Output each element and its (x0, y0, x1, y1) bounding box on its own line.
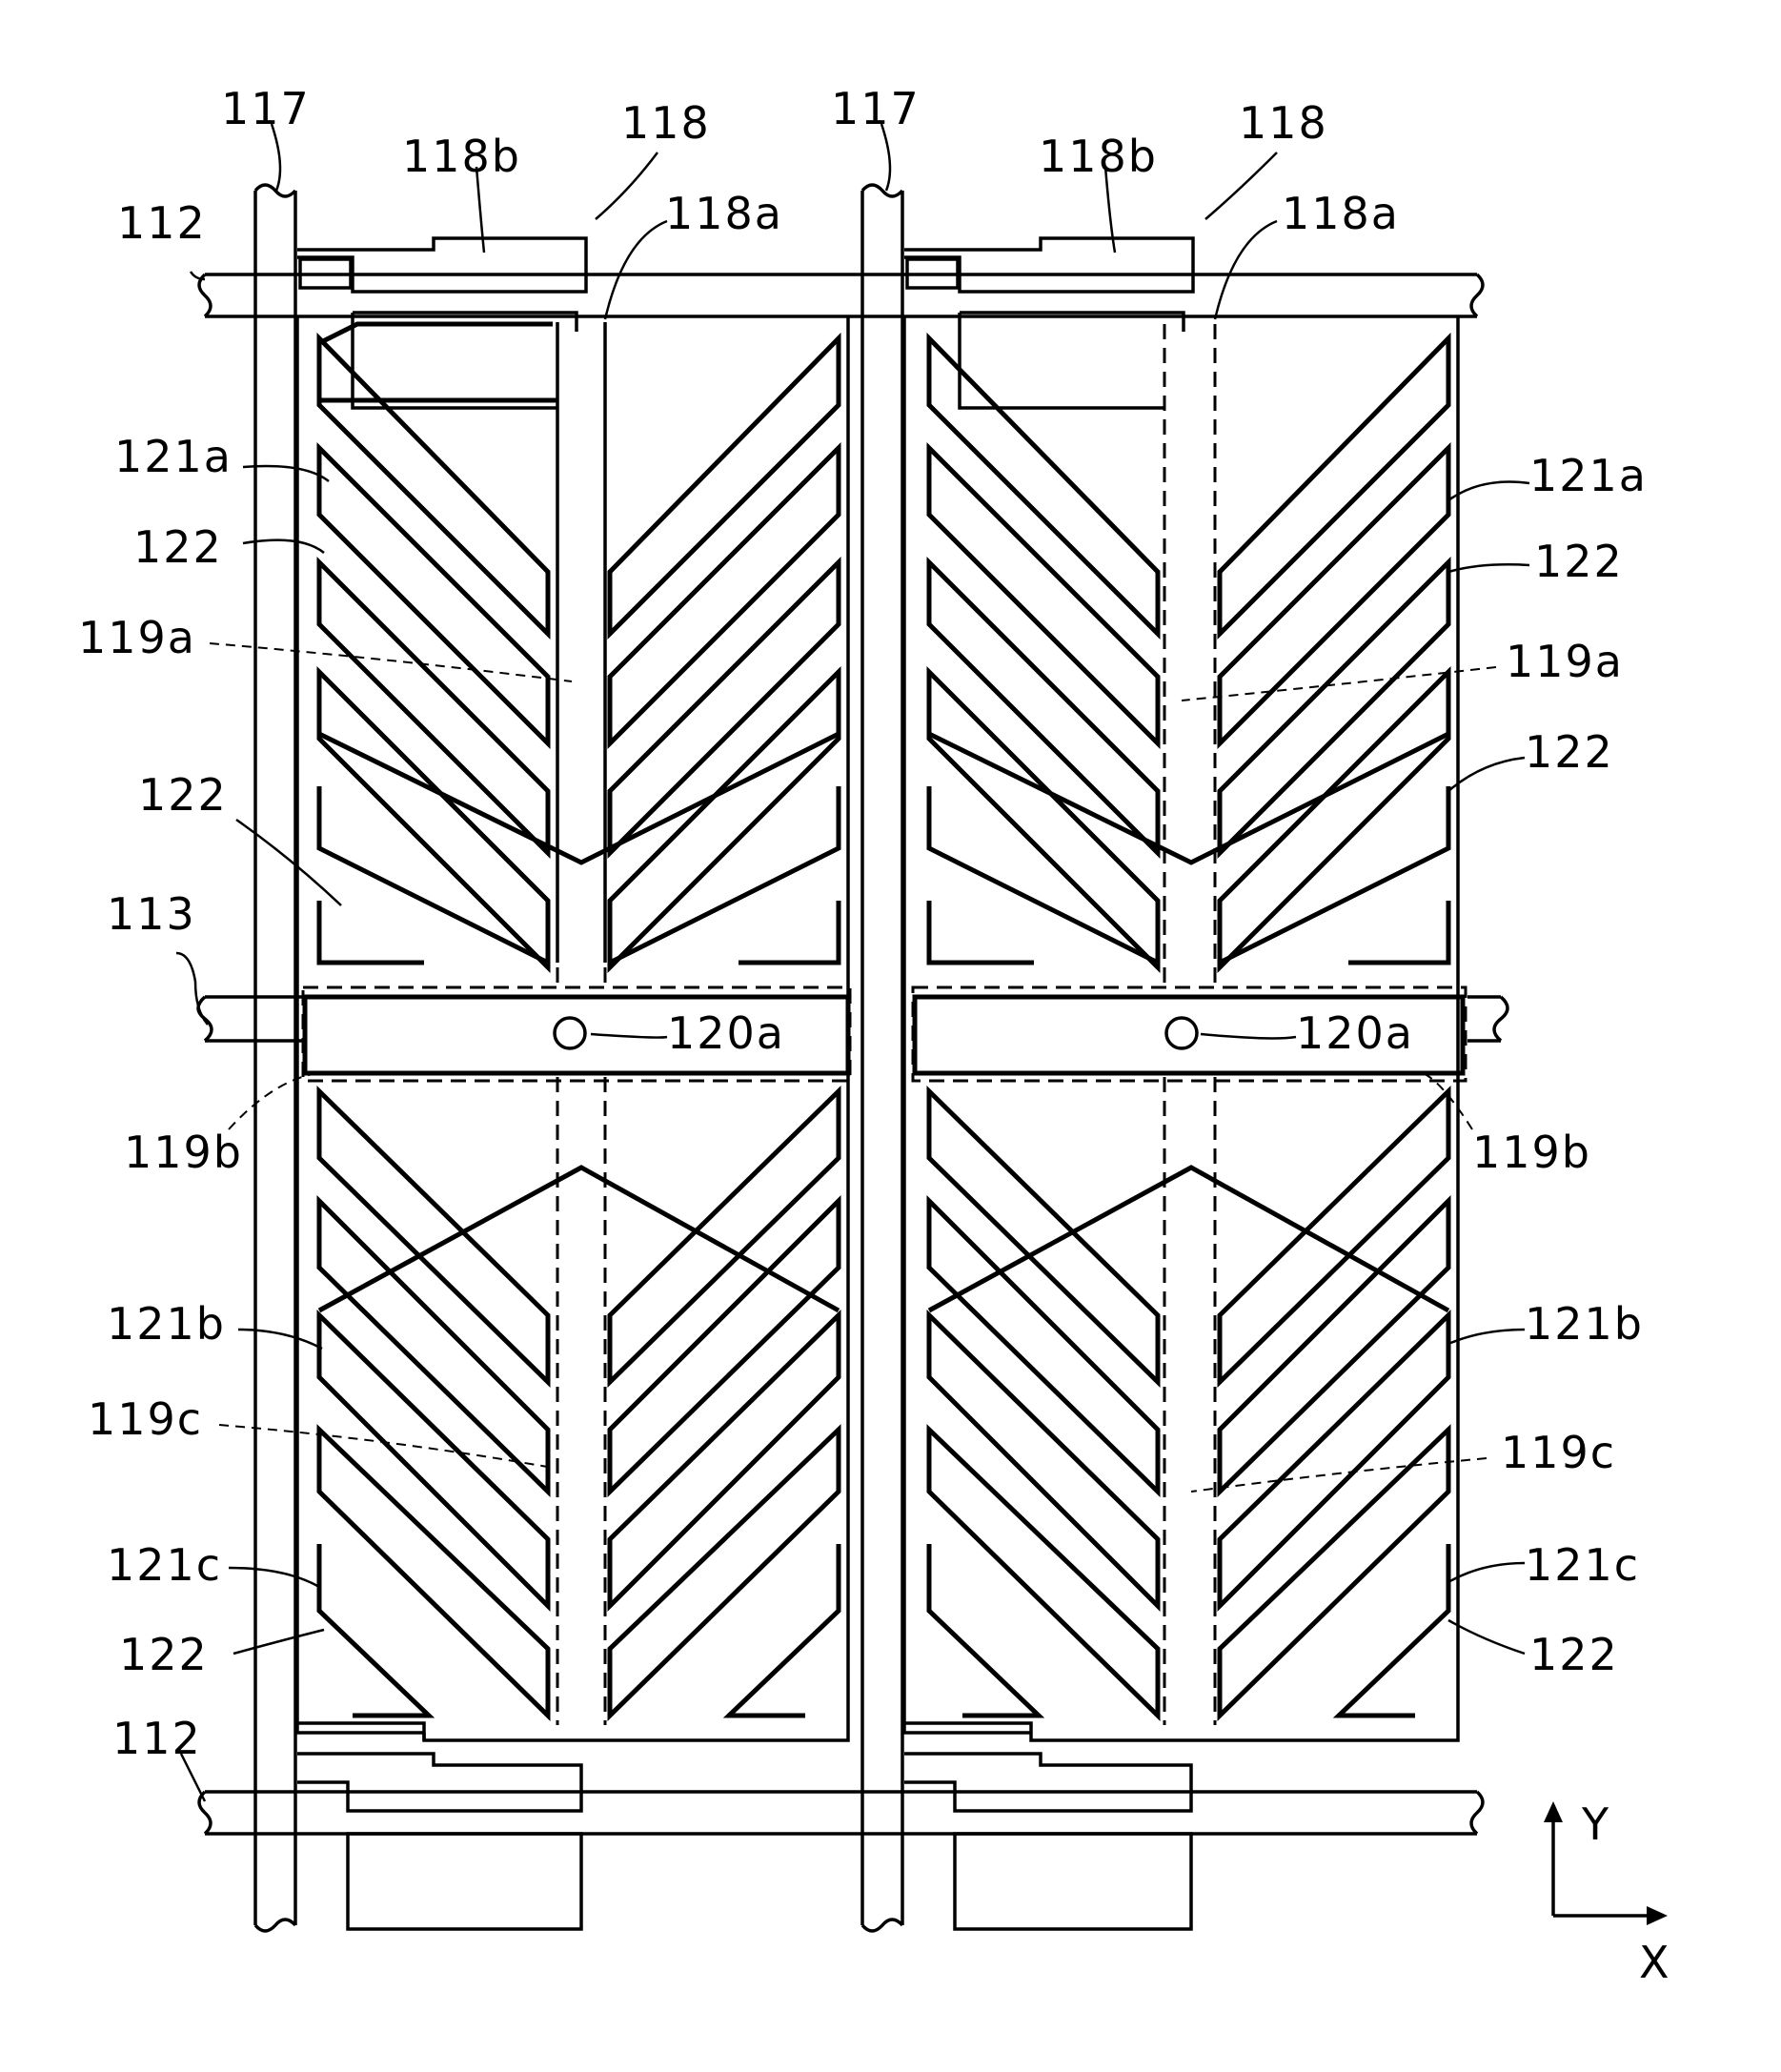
slits-122-lower-right (610, 1091, 839, 1716)
source-line-117-left (255, 185, 295, 1931)
label-119c-left: 119c (88, 1393, 203, 1445)
label-118-left: 118 (621, 97, 711, 149)
label-118b-left: 118b (402, 131, 521, 182)
gate-line-112-top (199, 274, 1483, 316)
source-line-117-right (862, 185, 902, 1931)
label-122-left-b: 122 (138, 769, 228, 821)
slits-122-upper-left (319, 338, 548, 967)
tft-next-row-right (955, 1834, 1191, 1929)
label-122-left-c: 122 (119, 1629, 209, 1680)
label-119b-right: 119b (1472, 1127, 1591, 1178)
contact-hole-120a-right (1166, 1018, 1197, 1048)
label-118a-right: 118a (1282, 188, 1400, 239)
y-arrow-icon (1544, 1801, 1563, 1822)
label-121b-left: 121b (107, 1298, 226, 1350)
tft-drain-118b-left (297, 238, 586, 292)
label-118b-right: 118b (1039, 131, 1158, 182)
slits-122-upper-right-2 (1220, 338, 1448, 967)
label-121a-left: 121a (114, 431, 233, 482)
label-117-right: 117 (831, 83, 921, 134)
label-119b-left: 119b (124, 1127, 243, 1178)
label-118-right: 118 (1239, 97, 1328, 149)
label-118a-left: 118a (665, 188, 783, 239)
axis-label-y: Y (1581, 1798, 1610, 1850)
label-122-right-b: 122 (1525, 726, 1614, 778)
slits-122-lower-left-2 (929, 1091, 1158, 1716)
axis-label-x: X (1639, 1937, 1671, 1988)
label-121b-right: 121b (1525, 1298, 1644, 1350)
gate-line-112-bottom (199, 1792, 1483, 1834)
label-122-right-c: 122 (1529, 1629, 1619, 1680)
label-121c-right: 121c (1525, 1539, 1640, 1591)
label-117-left: 117 (221, 83, 311, 134)
label-113: 113 (107, 888, 196, 940)
contact-hole-120a-left (555, 1018, 585, 1048)
label-122-right-a: 122 (1534, 536, 1624, 587)
slits-122-upper-right (610, 338, 839, 967)
label-119c-right: 119c (1501, 1427, 1616, 1478)
pixel-right (904, 238, 1466, 1929)
label-121a-right: 121a (1529, 450, 1648, 501)
label-122-left-a: 122 (133, 521, 223, 573)
label-112-top: 112 (117, 197, 207, 249)
slits-122-upper-left-2 (929, 338, 1158, 967)
label-112-bottom: 112 (112, 1713, 202, 1764)
tft-drain-118b-right (904, 238, 1193, 292)
slits-122-lower-right-2 (1220, 1091, 1448, 1716)
label-119a-left: 119a (78, 612, 196, 663)
slits-122-lower-left (319, 1091, 548, 1716)
label-121c-left: 121c (107, 1539, 222, 1591)
x-arrow-icon (1647, 1906, 1668, 1925)
pixel-boundary-left (297, 316, 424, 1740)
label-119a-right: 119a (1506, 636, 1624, 687)
pixel-left (297, 238, 850, 1929)
label-120a-left: 120a (667, 1007, 785, 1059)
label-120a-right: 120a (1296, 1007, 1414, 1059)
tft-next-row-left (348, 1834, 581, 1929)
